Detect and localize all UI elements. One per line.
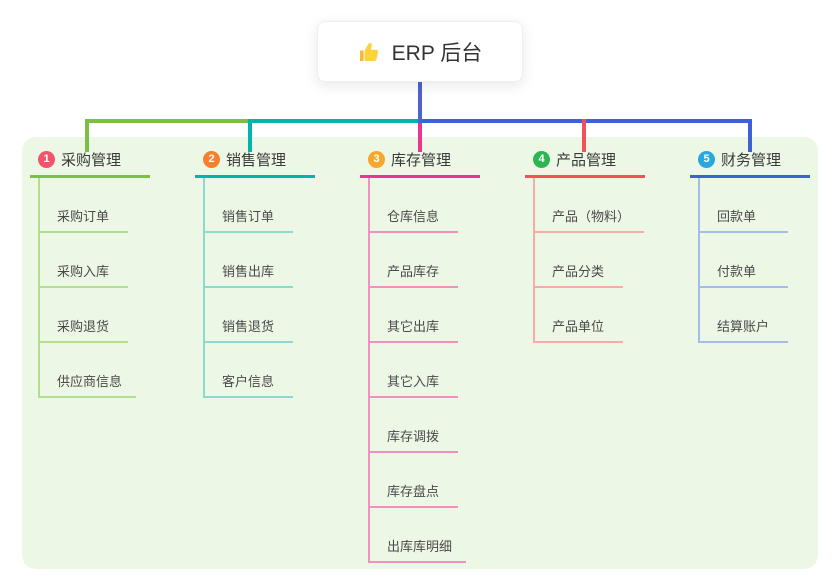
branch-badge: 5 [698,150,715,168]
branch-children: 仓库信息 产品库存 其它出库 其它入库 库存调拨 库存盘点 出库库明细 [368,178,510,563]
node-other-inbound[interactable]: 其它入库 [370,343,458,398]
connector-drop-sales [248,119,252,152]
branch-title-label: 库存管理 [391,151,452,169]
node-supplier-info[interactable]: 供应商信息 [40,343,137,398]
root-node-erp[interactable]: ERP 后台 [317,21,523,82]
node-settlement-account[interactable]: 结算账户 [700,288,788,343]
branches-panel: 1 采购管理 采购订单 采购入库 采购退货 供应商信息 2 销售管理 销售订单 … [22,137,818,569]
branch-title-finance[interactable]: 5 财务管理 [690,143,810,178]
node-purchase-return[interactable]: 采购退货 [40,288,128,343]
node-product-unit[interactable]: 产品单位 [535,288,623,343]
branch-badge: 2 [203,150,220,168]
branch-purchase: 1 采购管理 采购订单 采购入库 采购退货 供应商信息 [30,143,180,398]
node-product-stock[interactable]: 产品库存 [370,233,458,288]
branch-badge: 1 [38,150,55,168]
connector-drop-product [582,119,586,152]
branch-children: 回款单 付款单 结算账户 [698,178,839,343]
node-product-category[interactable]: 产品分类 [535,233,623,288]
branch-product: 4 产品管理 产品（物料） 产品分类 产品单位 [525,143,675,343]
branch-children: 采购订单 采购入库 采购退货 供应商信息 [38,178,180,398]
node-sales-return[interactable]: 销售退货 [205,288,293,343]
connector-root-stem [418,82,422,123]
branch-title-label: 销售管理 [226,151,287,169]
connector-drop-inventory [418,121,422,152]
node-customer-info[interactable]: 客户信息 [205,343,293,398]
node-receipt-form[interactable]: 回款单 [700,178,788,233]
connector-horizontal-sales [250,119,420,123]
node-product-material[interactable]: 产品（物料） [535,178,645,233]
node-other-outbound[interactable]: 其它出库 [370,288,458,343]
connector-horizontal-finance [420,119,752,123]
branch-children: 产品（物料） 产品分类 产品单位 [533,178,675,343]
node-outbound-detail[interactable]: 出库库明细 [370,508,467,563]
branch-finance: 5 财务管理 回款单 付款单 结算账户 [690,143,839,343]
branch-title-purchase[interactable]: 1 采购管理 [30,143,150,178]
branch-title-label: 财务管理 [721,151,782,169]
node-payment-form[interactable]: 付款单 [700,233,788,288]
branch-badge: 3 [368,150,385,168]
thumbs-up-icon [358,40,382,64]
branch-sales: 2 销售管理 销售订单 销售出库 销售退货 客户信息 [195,143,345,398]
branch-title-sales[interactable]: 2 销售管理 [195,143,315,178]
node-stock-taking[interactable]: 库存盘点 [370,453,458,508]
branch-title-product[interactable]: 4 产品管理 [525,143,645,178]
connector-drop-purchase [85,119,89,152]
connector-horizontal-purchase [85,119,252,123]
branch-title-inventory[interactable]: 3 库存管理 [360,143,480,178]
root-node-label: ERP 后台 [391,41,483,65]
node-sales-order[interactable]: 销售订单 [205,178,293,233]
node-purchase-order[interactable]: 采购订单 [40,178,128,233]
node-purchase-inbound[interactable]: 采购入库 [40,233,128,288]
node-warehouse-info[interactable]: 仓库信息 [370,178,458,233]
node-stock-transfer[interactable]: 库存调拨 [370,398,458,453]
node-sales-outbound[interactable]: 销售出库 [205,233,293,288]
branch-inventory: 3 库存管理 仓库信息 产品库存 其它出库 其它入库 库存调拨 库存盘点 出库库… [360,143,510,563]
branch-badge: 4 [533,150,550,168]
branch-children: 销售订单 销售出库 销售退货 客户信息 [203,178,345,398]
connector-drop-finance [748,119,752,152]
branch-title-label: 产品管理 [556,151,617,169]
branch-title-label: 采购管理 [61,151,122,169]
